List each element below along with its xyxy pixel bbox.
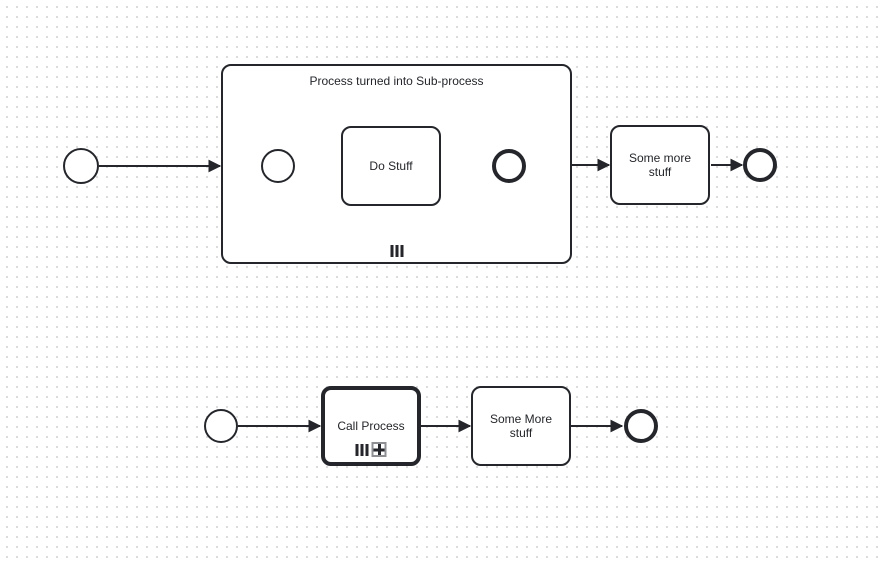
subprocess-title: Process turned into Sub-process xyxy=(309,74,484,88)
start-event[interactable] xyxy=(63,148,99,184)
start-event[interactable] xyxy=(204,409,238,443)
call-activity-markers xyxy=(355,442,387,457)
collapsed-subprocess-icon xyxy=(371,442,387,457)
start-event[interactable] xyxy=(261,149,295,183)
task-label: Some more stuff xyxy=(628,151,692,179)
end-event[interactable] xyxy=(492,149,526,183)
multi-instance-marker xyxy=(390,245,403,257)
call-activity[interactable]: Call Process xyxy=(321,386,421,466)
parallel-multi-instance-icon xyxy=(355,443,369,456)
end-event[interactable] xyxy=(743,148,777,182)
parallel-multi-instance-icon xyxy=(390,245,403,257)
task-do-stuff[interactable]: Do Stuff xyxy=(341,126,441,206)
end-event[interactable] xyxy=(624,409,658,443)
task-some-more-stuff[interactable]: Some more stuff xyxy=(610,125,710,205)
task-label: Do Stuff xyxy=(369,159,413,173)
task-some-more-stuff[interactable]: Some More stuff xyxy=(471,386,571,466)
call-activity-label: Call Process xyxy=(337,419,405,433)
task-label: Some More stuff xyxy=(489,412,553,440)
